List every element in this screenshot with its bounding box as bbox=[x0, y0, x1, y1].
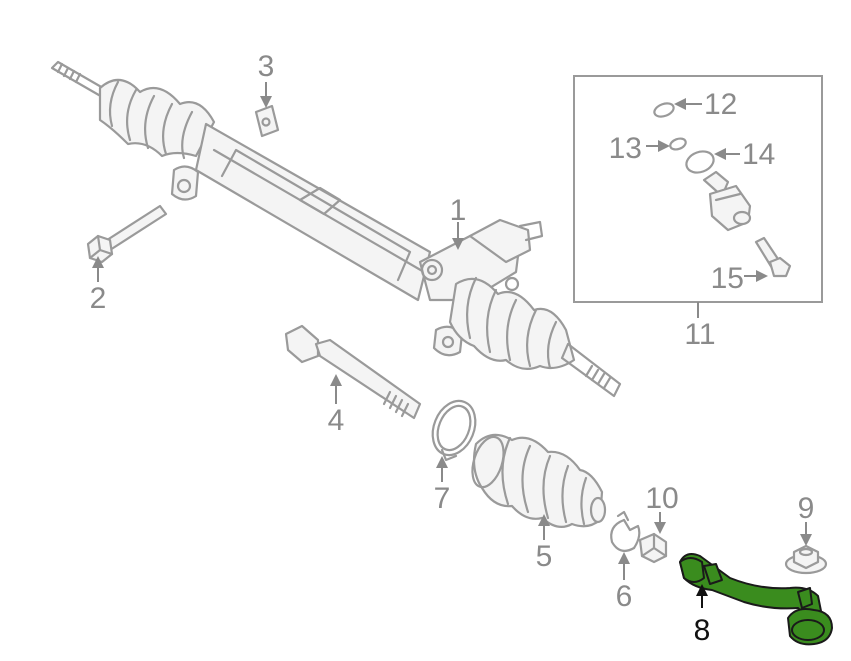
arrow-2 bbox=[92, 256, 104, 268]
callout-4[interactable]: 4 bbox=[328, 404, 345, 437]
arrow-8 bbox=[696, 584, 708, 596]
arrow-5 bbox=[538, 514, 550, 526]
arrow-4 bbox=[330, 374, 342, 386]
callout-15[interactable]: 15 bbox=[711, 262, 744, 295]
boot-part-5[interactable] bbox=[467, 433, 607, 529]
hex-nut-part-10[interactable] bbox=[638, 532, 668, 564]
callout-2[interactable]: 2 bbox=[90, 282, 107, 315]
arrow-13 bbox=[658, 140, 670, 152]
flange-nut-part-9[interactable] bbox=[784, 544, 828, 575]
callout-13[interactable]: 13 bbox=[609, 132, 642, 165]
square-nut-part-3[interactable] bbox=[254, 104, 280, 138]
arrow-7 bbox=[436, 456, 448, 468]
arrow-10 bbox=[654, 522, 666, 534]
steering-rack-part-1[interactable] bbox=[50, 60, 622, 398]
clamp-ring-part-7[interactable] bbox=[425, 395, 483, 462]
outer-tie-rod-end-part-8[interactable] bbox=[679, 553, 833, 646]
arrow-12 bbox=[674, 98, 686, 110]
callout-7[interactable]: 7 bbox=[434, 482, 451, 515]
o-ring-part-12[interactable] bbox=[653, 101, 676, 119]
o-ring-part-13[interactable] bbox=[669, 137, 687, 152]
o-ring-part-14[interactable] bbox=[683, 148, 716, 176]
callout-12[interactable]: 12 bbox=[704, 88, 737, 121]
callout-8[interactable]: 8 bbox=[694, 614, 711, 647]
callout-9[interactable]: 9 bbox=[798, 492, 815, 525]
arrow-1 bbox=[452, 238, 464, 250]
valve-part-11[interactable] bbox=[702, 170, 752, 232]
callout-1[interactable]: 1 bbox=[450, 194, 467, 227]
bolt-part-2[interactable] bbox=[86, 204, 168, 264]
arrow-9 bbox=[800, 534, 812, 546]
callout-3[interactable]: 3 bbox=[258, 50, 275, 83]
bolt-part-15[interactable] bbox=[754, 236, 792, 278]
inner-tie-rod-part-4[interactable] bbox=[284, 324, 422, 420]
clip-part-6[interactable] bbox=[610, 510, 641, 553]
callout-6[interactable]: 6 bbox=[616, 580, 633, 613]
arrow-6 bbox=[618, 552, 630, 564]
callout-11[interactable]: 11 bbox=[684, 318, 715, 351]
arrow-14 bbox=[714, 148, 726, 160]
arrow-3 bbox=[260, 96, 272, 108]
callout-10[interactable]: 10 bbox=[645, 482, 678, 515]
callout-14[interactable]: 14 bbox=[742, 138, 775, 171]
arrow-15 bbox=[756, 270, 768, 282]
callout-5[interactable]: 5 bbox=[536, 540, 553, 573]
